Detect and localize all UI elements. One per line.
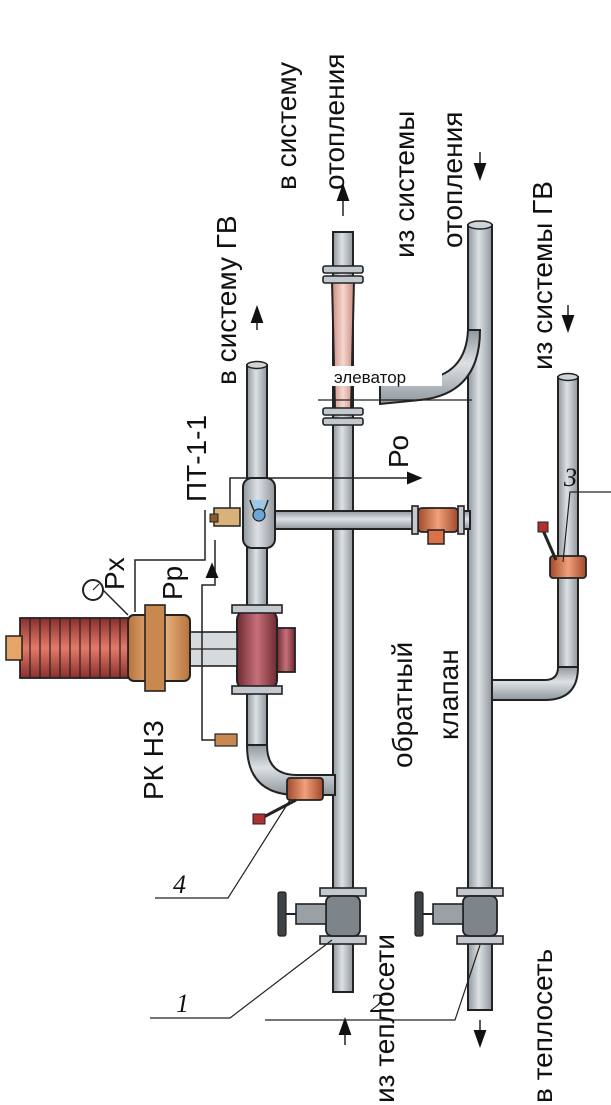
elevator: элеватор — [318, 265, 472, 426]
elevator-cone — [330, 279, 356, 411]
gate-valve-1 — [277, 887, 367, 945]
heat-exchanger — [209, 471, 423, 549]
pipe-network — [245, 220, 580, 1011]
elevator-label: элеватор — [334, 368, 406, 387]
label-from-heating-1: из системы — [389, 111, 420, 258]
ball-valve-3 — [537, 521, 587, 579]
labels: в систему отопления из системы отопления… — [99, 54, 558, 1103]
callout-4: 4 — [173, 870, 186, 899]
label-valve-rk: РК НЗ — [138, 720, 169, 800]
label-pressure-x: Рх — [99, 557, 130, 590]
label-from-hot-water: из системы ГВ — [527, 181, 558, 370]
label-check-valve-1: обратный — [387, 642, 418, 768]
hot-water-return-bend — [491, 666, 580, 701]
regulator-valve — [5, 510, 296, 747]
label-to-heat-network: в теплосеть — [527, 949, 558, 1103]
label-pressure-regulated: Рр — [157, 566, 188, 600]
label-pressure-return: Ро — [383, 435, 414, 468]
callout-3: 3 — [563, 463, 577, 492]
gate-valve-2 — [414, 887, 504, 945]
flow-arrows — [250, 152, 575, 1048]
callout-numbers: 1 2 3 4 — [173, 463, 577, 1018]
check-valve — [411, 505, 465, 545]
callout-2: 2 — [370, 989, 383, 1018]
callout-1: 1 — [176, 989, 189, 1018]
regulator-spring — [19, 617, 129, 679]
ball-valve-4 — [252, 777, 324, 825]
label-to-heating-2: отопления — [319, 54, 350, 190]
label-heat-exchanger: ПТ-1-1 — [181, 415, 212, 502]
hot-water-return-pipe — [557, 376, 579, 668]
label-to-heating-1: в систему — [271, 62, 302, 190]
label-to-hot-water: в систему ГВ — [211, 215, 242, 385]
label-from-heating-2: отопления — [437, 112, 468, 248]
callout-leaders — [150, 491, 611, 1021]
label-check-valve-2: клапан — [433, 649, 464, 740]
label-from-heat-network: из теплосети — [369, 934, 400, 1103]
